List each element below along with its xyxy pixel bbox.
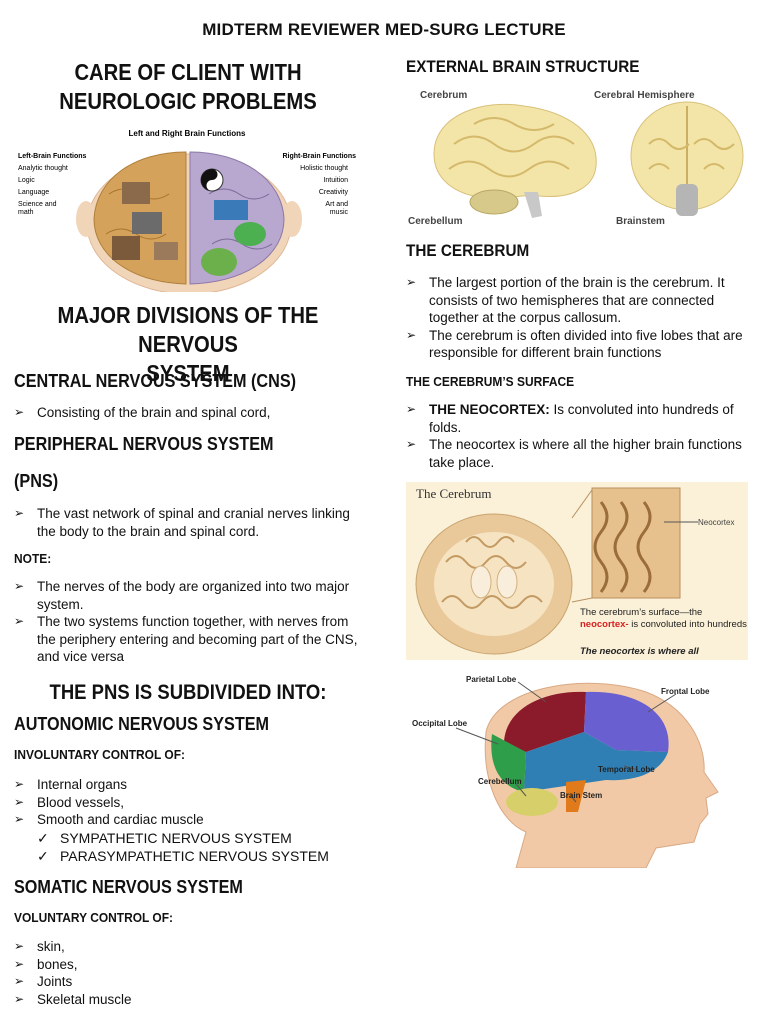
list-item: ➢The cerebrum is often divided into five… xyxy=(406,327,743,361)
major-divisions-heading: MAJOR DIVISIONS OF THE NERVOUS SYSTEM xyxy=(38,301,337,388)
neocortex-label: Neocortex xyxy=(698,518,734,527)
arrow-bullet-icon: ➢ xyxy=(406,327,417,342)
list-item: ✓SYMPATHETIC NERVOUS SYSTEM xyxy=(37,830,292,846)
list-item: ➢THE NEOCORTEX: Is convoluted into hundr… xyxy=(406,402,734,435)
cns-heading: CENTRAL NERVOUS SYSTEM (CNS) xyxy=(14,371,297,391)
left-brain-item: Analytic thought xyxy=(18,165,68,172)
brain-functions-title: Left and Right Brain Functions xyxy=(129,129,246,138)
cerebrum-cross-section-image: The Cerebrum Neocortex The cerebrum’s su… xyxy=(406,482,748,660)
cerebrum-label: Cerebrum xyxy=(420,90,467,101)
surface-list: ➢THE NEOCORTEX: Is convoluted into hundr… xyxy=(406,401,754,471)
voluntary-list: ➢skin, ➢bones, ➢Joints ➢Skeletal muscle xyxy=(14,938,364,1008)
list-item: ➢Skeletal muscle xyxy=(14,991,132,1007)
list-item: ➢Internal organs xyxy=(14,777,128,792)
arrow-bullet-icon: ➢ xyxy=(406,275,417,289)
cerebrum-list: ➢The largest portion of the brain is the… xyxy=(406,274,754,362)
involuntary-heading: INVOLUNTARY CONTROL OF: xyxy=(14,747,185,762)
check-icon: ✓ xyxy=(37,848,49,864)
cerebrum-image-title: The Cerebrum xyxy=(416,486,491,501)
arrow-bullet-icon: ➢ xyxy=(14,405,25,419)
pns-subdivided-heading: THE PNS IS SUBDIVIDED INTO: xyxy=(49,681,327,704)
arrow-bullet-icon: ➢ xyxy=(14,974,25,988)
section-title: CARE OF CLIENT WITH NEUROLOGIC PROBLEMS xyxy=(38,58,337,116)
cerebrum-cross-section-illustration: The Cerebrum Neocortex The cerebrum’s su… xyxy=(406,482,748,660)
left-brain-item: Language xyxy=(18,189,49,196)
list-item: ➢The nerves of the body are organized in… xyxy=(14,579,350,612)
list-item: ➢The vast network of spinal and cranial … xyxy=(14,506,350,539)
brain-stem-label: Brain Stem xyxy=(560,791,602,800)
right-brain-item: Holistic thought xyxy=(300,165,348,172)
cerebellum-lobe-label: Cerebellum xyxy=(478,777,522,786)
brain-functions-illustration: Left and Right Brain Functions Left-Brai… xyxy=(14,124,360,292)
ans-sub-list: ✓SYMPATHETIC NERVOUS SYSTEM ✓PARASYMPATH… xyxy=(37,829,367,865)
list-item: ➢Blood vessels, xyxy=(14,794,125,810)
temporal-lobe-label: Temporal Lobe xyxy=(598,765,655,774)
list-item: ➢skin, xyxy=(14,939,65,954)
cerebral-hemisphere-label: Cerebral Hemisphere xyxy=(594,90,695,101)
external-brain-image: Cerebrum Cerebral Hemisphere Cerebellum … xyxy=(404,84,752,230)
external-brain-illustration: Cerebrum Cerebral Hemisphere Cerebellum … xyxy=(404,84,752,230)
caption-line1: The cerebrum’s surface—the xyxy=(580,607,702,618)
note-list: ➢The nerves of the body are organized in… xyxy=(14,578,364,666)
arrow-bullet-icon: ➢ xyxy=(14,991,25,1006)
parietal-lobe-label: Parietal Lobe xyxy=(466,675,517,684)
caption-italic: The neocortex is where all xyxy=(580,646,699,657)
voluntary-heading: VOLUNTARY CONTROL OF: xyxy=(14,910,174,925)
right-brain-item: Creativity xyxy=(319,189,349,196)
pns-list: ➢The vast network of spinal and cranial … xyxy=(14,505,364,540)
external-brain-heading: EXTERNAL BRAIN STRUCTURE xyxy=(406,57,640,76)
sns-heading: SOMATIC NERVOUS SYSTEM xyxy=(14,877,243,897)
arrow-bullet-icon: ➢ xyxy=(14,794,25,809)
major-divisions-line2: SYSTEM xyxy=(146,360,230,386)
list-item: ➢The two systems function together, with… xyxy=(14,614,358,664)
section-title-line2: NEUROLOGIC PROBLEMS xyxy=(59,88,317,114)
brain-functions-image: Left and Right Brain Functions Left-Brai… xyxy=(14,124,360,292)
right-brain-heading: Right-Brain Functions xyxy=(283,153,357,160)
arrow-bullet-icon: ➢ xyxy=(406,437,417,451)
right-brain-item: Intuition xyxy=(323,177,348,184)
left-brain-item: Science and xyxy=(18,201,57,208)
left-brain-item: math xyxy=(18,209,34,216)
arrow-bullet-icon: ➢ xyxy=(14,956,25,971)
cerebellum-label: Cerebellum xyxy=(408,216,463,227)
caption-neocortex-red: neocortex- xyxy=(580,619,629,630)
arrow-bullet-icon: ➢ xyxy=(14,939,25,953)
ans-heading: AUTONOMIC NERVOUS SYSTEM xyxy=(14,714,270,734)
check-icon: ✓ xyxy=(37,830,49,846)
list-item: ➢Smooth and cardiac muscle xyxy=(14,812,204,827)
arrow-bullet-icon: ➢ xyxy=(14,579,25,593)
page-title: MIDTERM REVIEWER MED-SURG LECTURE xyxy=(202,20,566,39)
list-item: ➢Joints xyxy=(14,974,73,989)
brain-lobes-image: Parietal Lobe Frontal Lobe Occipital Lob… xyxy=(406,672,752,868)
occipital-lobe-label: Occipital Lobe xyxy=(412,719,468,728)
caption-line2: neocortex- is convoluted into hundreds o… xyxy=(580,619,748,630)
arrow-bullet-icon: ➢ xyxy=(14,506,25,520)
list-item: ➢bones, xyxy=(14,956,78,972)
caption-line2-rest: is convoluted into hundreds of folds. xyxy=(629,619,748,630)
pns-heading-line1: PERIPHERAL NERVOUS SYSTEM xyxy=(14,434,274,454)
list-item: ➢Consisting of the brain and spinal cord… xyxy=(14,405,271,420)
pns-heading-line2: (PNS) xyxy=(14,471,59,491)
cns-list: ➢Consisting of the brain and spinal cord… xyxy=(14,404,364,422)
section-title-line1: CARE OF CLIENT WITH xyxy=(74,59,302,85)
arrow-bullet-icon: ➢ xyxy=(14,777,25,791)
brain-lobes-illustration: Parietal Lobe Frontal Lobe Occipital Lob… xyxy=(406,672,752,868)
cerebrum-surface-heading: THE CEREBRUM’S SURFACE xyxy=(406,374,575,389)
right-brain-item: music xyxy=(330,209,349,216)
list-item: ✓PARASYMPATHETIC NERVOUS SYSTEM xyxy=(37,848,329,864)
brainstem-label: Brainstem xyxy=(616,216,665,227)
arrow-bullet-icon: ➢ xyxy=(14,812,25,826)
involuntary-list: ➢Internal organs ➢Blood vessels, ➢Smooth… xyxy=(14,776,364,829)
left-brain-heading: Left-Brain Functions xyxy=(18,153,87,160)
arrow-bullet-icon: ➢ xyxy=(14,614,25,628)
right-brain-item: Art and xyxy=(325,201,348,208)
arrow-bullet-icon: ➢ xyxy=(406,402,417,416)
cerebrum-heading: THE CEREBRUM xyxy=(406,241,530,260)
list-item: ➢The neocortex is where all the higher b… xyxy=(406,437,742,470)
major-divisions-line1: MAJOR DIVISIONS OF THE NERVOUS xyxy=(57,302,319,357)
frontal-lobe-label: Frontal Lobe xyxy=(661,687,710,696)
left-brain-item: Logic xyxy=(18,177,35,184)
note-heading: NOTE: xyxy=(14,551,52,566)
list-item: ➢The largest portion of the brain is the… xyxy=(406,275,725,325)
